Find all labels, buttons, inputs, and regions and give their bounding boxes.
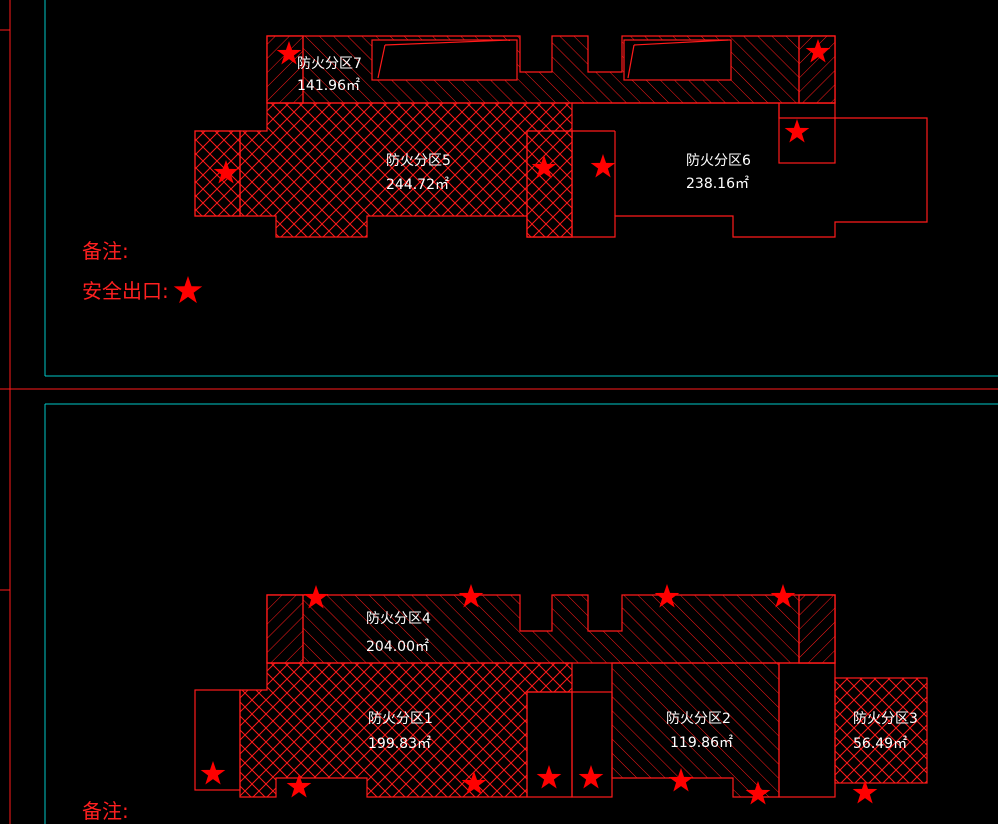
exit-legend-label: 安全出口: xyxy=(82,279,169,303)
remark-label-bottom: 备注: xyxy=(82,799,129,823)
zone-5-name: 防火分区5 xyxy=(386,153,451,169)
zone-4-area-value: 204.00㎡ xyxy=(366,639,429,655)
zone-3-area xyxy=(834,677,928,784)
remark-label: 备注: xyxy=(82,239,129,263)
zone-2-area xyxy=(611,662,780,798)
zone-7-area-value: 141.96㎡ xyxy=(297,78,360,94)
zone-6-name: 防火分区6 xyxy=(686,153,751,169)
zone-4-area xyxy=(266,594,836,664)
zone-2-area-value: 119.86㎡ xyxy=(670,735,733,751)
zone-6-stair xyxy=(778,102,836,164)
drawing-frame xyxy=(44,0,998,824)
zone-3-area-value: 56.49㎡ xyxy=(853,736,907,752)
zone-1-name: 防火分区1 xyxy=(368,711,433,727)
exit-star-icon xyxy=(590,154,616,178)
zone-3-name: 防火分区3 xyxy=(853,711,918,727)
plan-bottom xyxy=(194,594,928,798)
plan-top xyxy=(194,35,928,238)
zone-1-area-value: 199.83㎡ xyxy=(368,736,431,752)
exit-star-icon xyxy=(784,119,810,143)
zone-4-name: 防火分区4 xyxy=(366,611,431,627)
opening-left xyxy=(371,39,518,81)
zone-7-name: 防火分区7 xyxy=(297,56,362,72)
legend-star-icon xyxy=(173,276,203,304)
zone-6-area-value: 238.16㎡ xyxy=(686,176,749,192)
opening-right xyxy=(623,39,732,81)
zone-2-name: 防火分区2 xyxy=(666,711,731,727)
zone-5-area-value: 244.72㎡ xyxy=(386,177,449,193)
zone-6-area xyxy=(572,102,928,238)
zone-1-area xyxy=(239,662,573,798)
exit-star-icon xyxy=(536,765,562,789)
zone-1-stair xyxy=(194,689,241,791)
zone-5-area xyxy=(239,102,573,238)
exit-star-icon xyxy=(200,761,226,785)
exit-star-icon xyxy=(578,765,604,789)
